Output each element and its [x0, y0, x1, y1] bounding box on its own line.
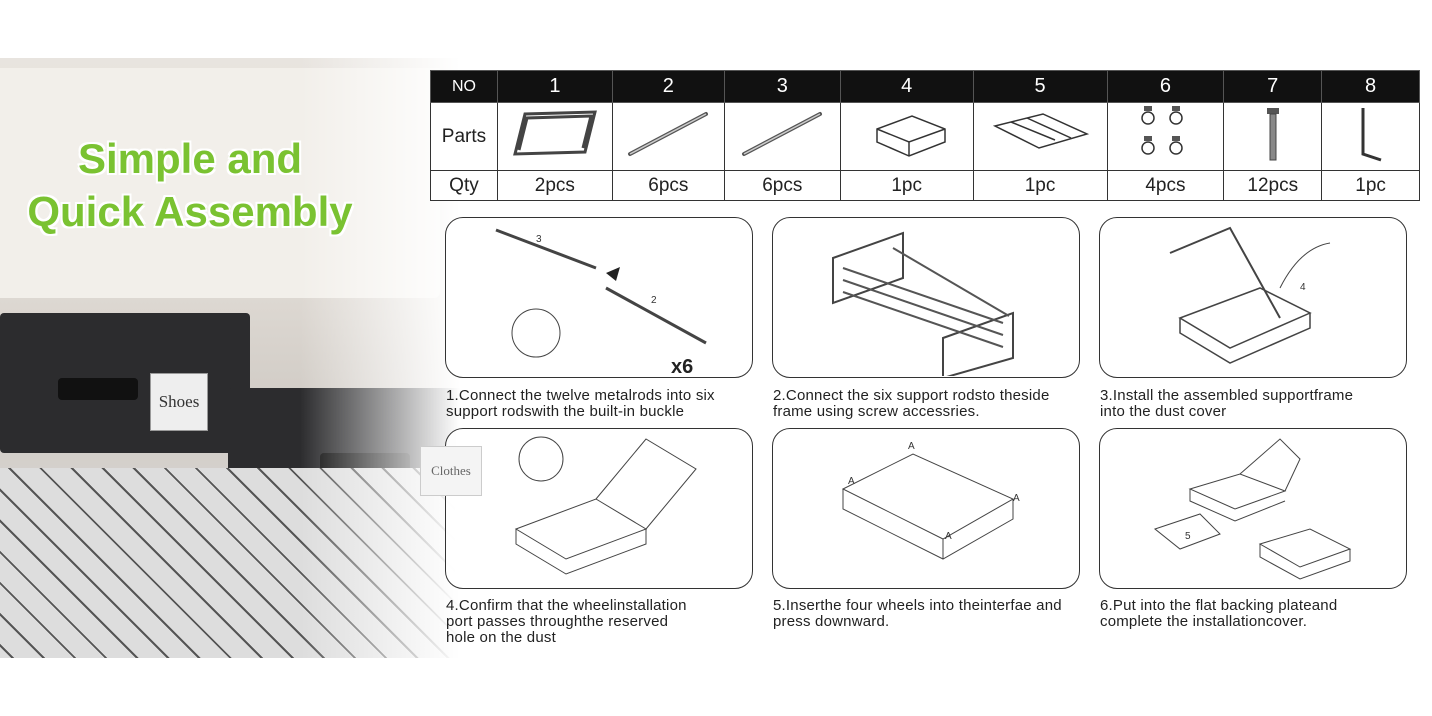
caption-line: frame using screw accessries.	[773, 403, 980, 420]
part-quantity: 2pcs	[496, 170, 613, 201]
rod-icon	[618, 104, 718, 164]
caption-line: 3.Install the assembled supportframe	[1100, 387, 1354, 404]
part-image	[723, 102, 841, 171]
part-quantity: 6pcs	[723, 170, 841, 201]
part-image	[839, 102, 974, 171]
caption-line: 2.Connect the six support rodsto theside	[773, 387, 1050, 404]
svg-text:5: 5	[1185, 531, 1191, 542]
part-number: 1	[496, 70, 613, 103]
headline-line-1: Simple and	[77, 135, 303, 182]
svg-text:x6: x6	[671, 356, 693, 376]
part-quantity: 1pc	[1321, 170, 1420, 201]
dust-cover-box-icon	[857, 104, 957, 164]
part-image	[1321, 102, 1420, 171]
svg-text:A: A	[908, 441, 915, 452]
svg-text:3: 3	[536, 234, 542, 245]
caption-line: 1.Connect the twelve metalrods into six	[446, 387, 715, 404]
caption-line: 6.Put into the flat backing plateand	[1100, 597, 1338, 614]
step-2-illustration	[772, 217, 1080, 378]
allen-key-icon	[1351, 104, 1391, 164]
step-5-diagram: A A A A	[841, 441, 1020, 560]
caption-line: port passes throughthe reserved	[446, 613, 669, 630]
part-number: 8	[1321, 70, 1420, 103]
rod-icon	[732, 104, 832, 164]
part-quantity: 1pc	[839, 170, 974, 201]
step-1-diagram: 3 2 x6	[495, 228, 707, 376]
step-4-diagram	[514, 436, 697, 575]
headline: Simple and Quick Assembly	[0, 132, 380, 238]
step-3-illustration: 4	[1099, 217, 1407, 378]
step-5-caption: 5.Inserthe four wheels into theinterfae …	[773, 598, 1093, 630]
svg-text:4: 4	[1300, 282, 1306, 293]
caption-line: hole on the dust	[446, 629, 556, 646]
qty-header: Qty	[430, 170, 498, 201]
part-number: 3	[723, 70, 841, 103]
drawer-handle	[58, 378, 138, 400]
part-number: 2	[611, 70, 725, 103]
step-2-caption: 2.Connect the six support rodsto theside…	[773, 388, 1093, 420]
part-image	[1106, 102, 1225, 171]
svg-text:A: A	[1013, 493, 1020, 504]
part-quantity: 1pc	[972, 170, 1108, 201]
screw-icon	[1258, 104, 1288, 164]
step-5-illustration: A A A A	[772, 428, 1080, 589]
part-number: 5	[972, 70, 1108, 103]
headline-line-2: Quick Assembly	[27, 188, 353, 235]
part-quantity: 6pcs	[611, 170, 725, 201]
part-quantity: 4pcs	[1106, 170, 1225, 201]
svg-text:A: A	[848, 476, 855, 487]
part-quantity: 12pcs	[1223, 170, 1323, 201]
svg-text:A: A	[945, 531, 952, 542]
part-image	[496, 102, 613, 171]
caption-line: 5.Inserthe four wheels into theinterfae …	[773, 597, 1062, 614]
caption-line: 4.Confirm that the wheelinstallation	[446, 597, 687, 614]
part-image	[1223, 102, 1323, 171]
drawer-label-shoes: Shoes	[150, 373, 208, 431]
wheels-icon	[1130, 104, 1200, 164]
step-2-diagram	[832, 231, 1014, 376]
caption-line: complete the installationcover.	[1100, 613, 1308, 630]
backing-plate-icon	[985, 104, 1095, 164]
side-frame-icon	[505, 104, 605, 164]
caption-line: press downward.	[773, 613, 890, 630]
step-1-illustration: 3 2 x6	[445, 217, 753, 378]
step-6-diagram: 5	[1153, 438, 1352, 580]
part-number: 6	[1106, 70, 1225, 103]
part-number: 7	[1223, 70, 1323, 103]
caption-line: support rodswith the built-in buckle	[446, 403, 685, 420]
no-header: NO	[430, 70, 498, 103]
caption-line: into the dust cover	[1100, 403, 1227, 420]
parts-header: Parts	[430, 102, 498, 171]
step-4-illustration	[445, 428, 753, 589]
step-3-diagram: 4	[1169, 226, 1331, 364]
step-6-illustration: 5	[1099, 428, 1407, 589]
part-number: 4	[839, 70, 974, 103]
part-image	[611, 102, 725, 171]
drawer-label-clothes: Clothes	[420, 446, 482, 496]
svg-text:2: 2	[651, 295, 657, 306]
part-image	[972, 102, 1108, 171]
